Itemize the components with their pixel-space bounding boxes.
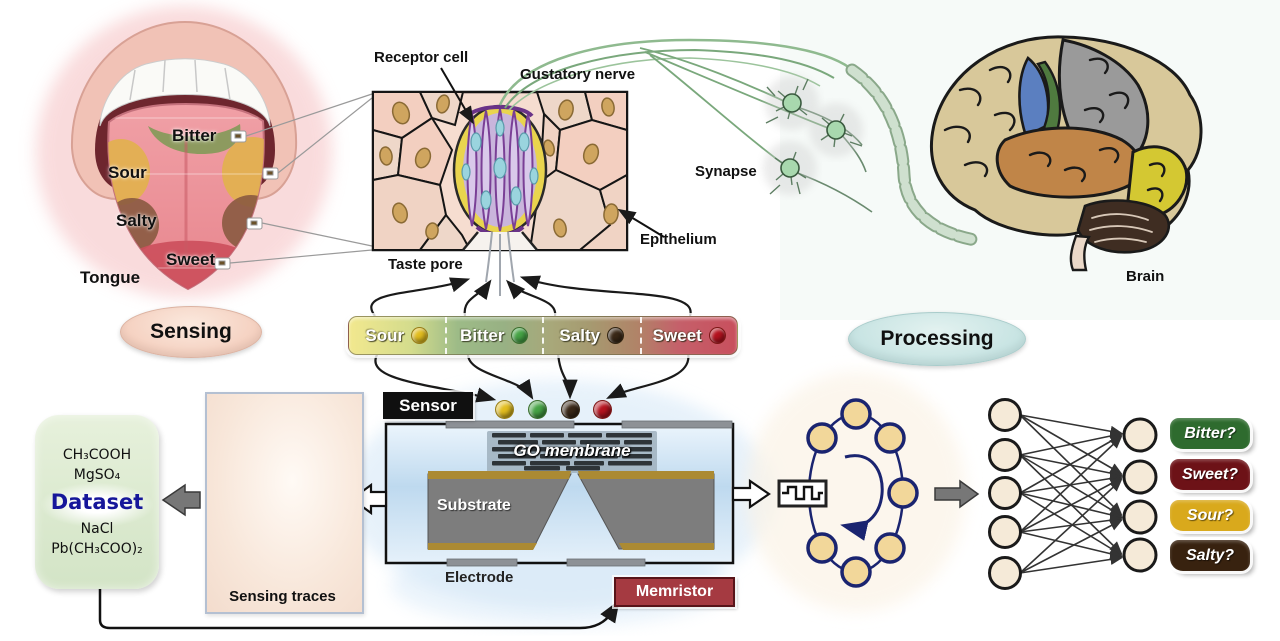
- sensor-input-dot-bitter: [528, 400, 547, 419]
- synapse-neurons: [763, 76, 863, 195]
- bitter-dot-icon: [511, 327, 529, 344]
- sensing-stage-label: Sensing: [150, 320, 232, 343]
- output-badge-sweet: Sweet?: [1170, 459, 1250, 490]
- dataset-title: Dataset: [50, 490, 144, 514]
- taste-bar-segment-bitter: Bitter: [447, 317, 544, 354]
- taste-to-pore-arrows: [370, 275, 692, 317]
- sensor-input-dot-salty: [561, 400, 580, 419]
- receptor-cell-label: Receptor cell: [374, 49, 469, 66]
- dataset-glow: [41, 483, 153, 527]
- taste-bar-sweet-label: Sweet: [652, 325, 702, 345]
- taste-stimulus-bar: Sour Bitter Salty Sweet: [348, 316, 738, 355]
- taste-bar-bitter-label: Bitter: [460, 325, 505, 345]
- memristor-device: [384, 420, 735, 567]
- substrate-label: Substrate: [437, 497, 511, 514]
- device-to-oscillator-arrow: [731, 478, 771, 510]
- recurrence-arrow: [840, 454, 884, 541]
- electrode-label: Electrode: [445, 569, 514, 586]
- neural-network: [988, 398, 1158, 590]
- taste-to-sensor-arrows: [374, 352, 690, 403]
- taste-bud-inset: [371, 67, 665, 296]
- oscillator-to-network-arrow: [934, 479, 980, 509]
- dataset-box: CH₃COOH MgSO₄ Dataset NaCl Pb(CH₃COO)₂: [35, 415, 159, 589]
- output-badge-sour: Sour?: [1170, 500, 1250, 531]
- tongue-region-bitter-label: Bitter: [172, 126, 217, 145]
- network-edges: [1019, 414, 1124, 574]
- zoom-leader-lines: [229, 93, 373, 264]
- tongue-region-sweet-label: Sweet: [166, 250, 216, 269]
- processing-stage-label: Processing: [880, 327, 994, 350]
- gustatory-nerve-label: Gustatory nerve: [520, 66, 636, 83]
- epithelium-label: Epithelium: [640, 231, 717, 248]
- taste-bar-sour-label: Sour: [365, 325, 405, 345]
- brain-label: Brain: [1126, 268, 1165, 285]
- sensing-traces-caption: Sensing traces: [229, 588, 336, 605]
- chemical-ch3cooh: CH₃COOH: [62, 447, 132, 463]
- dataset-to-memristor-feedback: [98, 577, 620, 630]
- tongue-label: Tongue: [80, 268, 141, 287]
- brain-illustration: [929, 35, 1203, 272]
- salty-dot-icon: [607, 327, 625, 344]
- receptor-cell-pointer: [440, 67, 475, 125]
- taste-pore-label: Taste pore: [388, 256, 463, 273]
- chemical-pbch3coo2: Pb(CH₃COO)₂: [51, 541, 143, 557]
- sensor-input-dot-sour: [495, 400, 514, 419]
- traces-to-dataset-arrow: [161, 483, 201, 517]
- taste-bar-salty-label: Salty: [559, 325, 601, 345]
- flow-arrows: [98, 478, 980, 630]
- sensing-stage-badge: Sensing: [120, 306, 262, 358]
- sweet-dot-icon: [708, 327, 726, 344]
- go-membrane-label: GO membrane: [513, 441, 631, 460]
- gustatory-nerve-fibers: [498, 38, 982, 247]
- network-nodes: [988, 398, 1158, 590]
- epithelium-cells: [372, 91, 628, 251]
- tongue-illustration: [36, 6, 373, 298]
- epithelium-pointer: [617, 208, 665, 238]
- memristor-oscillator-ring: [777, 398, 919, 588]
- tongue-sample-markers: [214, 130, 279, 270]
- sensor-tag: Sensor: [383, 392, 473, 419]
- taste-bar-segment-salty: Salty: [544, 317, 642, 354]
- chemical-nacl: NaCl: [80, 521, 114, 537]
- sensing-traces-box: [205, 392, 364, 614]
- synapse-label: Synapse: [695, 163, 757, 180]
- taste-bar-segment-sour: Sour: [349, 317, 447, 354]
- go-membrane-flakes: [492, 433, 652, 471]
- tongue-region-salty-label: Salty: [116, 211, 157, 230]
- taste-bar-segment-sweet: Sweet: [642, 317, 738, 354]
- tongue-region-sour-label: Sour: [108, 163, 147, 182]
- output-badge-salty: Salty?: [1170, 540, 1250, 571]
- output-badge-bitter: Bitter?: [1170, 418, 1250, 449]
- chemical-mgso4: MgSO₄: [73, 467, 121, 483]
- memristor-symbol-icon: [777, 479, 828, 508]
- memristor-tag: Memristor: [614, 577, 735, 607]
- sour-dot-icon: [411, 327, 429, 344]
- taste-bud: [452, 104, 548, 296]
- processing-stage-badge: Processing: [848, 312, 1026, 366]
- sensor-input-dot-sweet: [593, 400, 612, 419]
